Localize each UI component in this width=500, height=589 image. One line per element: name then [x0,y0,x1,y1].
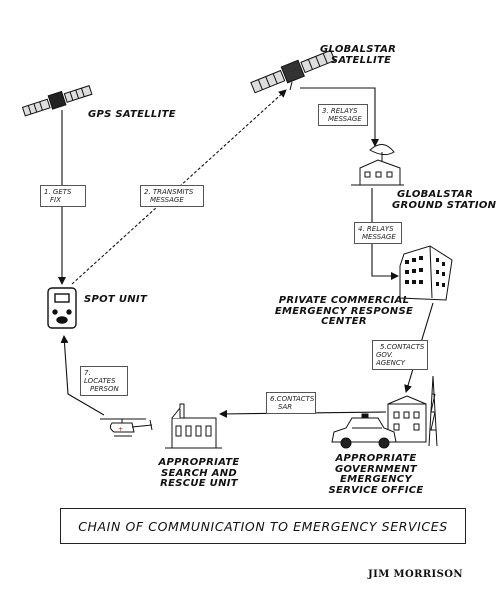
step-3-box: 3. RELAYS MESSAGE [318,104,368,127]
step-5-line2: GOV. AGENCY [376,351,406,368]
diagram-title-box: CHAIN OF COMMUNICATION TO EMERGENCY SERV… [60,508,466,544]
author-credit: JIM MORRISON [368,569,463,580]
spot-unit-icon [47,287,77,329]
step-4-box: 4. RELAYS MESSAGE [354,222,402,245]
response-center-label: PRIVATE COMMERCIAL EMERGENCY RESPONSE CE… [270,295,418,328]
response-center-label-line3: CENTER [321,316,367,327]
sar-unit-label-line2: SEARCH AND [160,467,238,479]
response-center-label-line2: EMERGENCY RESPONSE [274,305,414,317]
gov-office-label-line2: GOVERNMENT [335,463,417,475]
arrow-sar-to-spot [60,335,105,416]
step-1-line1: 1. GETS [44,188,72,196]
helicopter-icon: + [100,418,153,437]
sar-unit-label-line1: APPROPRIATE [158,457,240,468]
police-car-icon [331,413,397,449]
globalstar-satellite-label-line1: GLOBALSTAR [320,44,397,55]
gov-office-label-line4: SERVICE OFFICE [328,484,424,496]
ground-station-label-line2: GROUND STATION [392,199,497,211]
step-4-line1: 4. RELAYS [358,225,394,233]
arrow-satellite-to-ground-station [300,87,379,147]
gov-office-label-line1: APPROPRIATE [335,453,417,464]
svg-text:+: + [118,426,123,433]
ground-station-label: GLOBALSTAR GROUND STATION [392,189,497,211]
step-1-box: 1. GETS FIX [40,185,86,208]
step-6-line2: SAR [278,403,293,412]
sar-unit-label-line3: RESCUE UNIT [160,478,238,489]
step-5-box: 5.CONTACTS GOV. AGENCY [372,340,428,371]
step-7-box: 7. LOCATES PERSON [80,366,128,397]
gps-satellite-label: GPS SATELLITE [88,109,176,120]
response-center-label-line1: PRIVATE COMMERCIAL [278,295,410,306]
gov-office-label-line3: EMERGENCY [339,474,412,485]
step-2-line1: 2. TRANSMITS [144,188,194,196]
step-4-line2: MESSAGE [362,233,396,242]
rescue-unit-icon [165,403,222,449]
radio-tower-icon [428,375,438,447]
globalstar-satellite-label-line2: SATELLITE [330,54,392,66]
spot-unit-label: SPOT UNIT [84,294,148,305]
step-2-box: 2. TRANSMITS MESSAGE [140,185,204,208]
globalstar-satellite-icon [250,49,336,94]
arrow-ground-station-to-center [371,188,399,280]
response-center-icon [399,245,453,301]
sar-unit-label: APPROPRIATE SEARCH AND RESCUE UNIT [148,457,250,490]
step-3-line1: 3. RELAYS [322,107,358,115]
gps-satellite-icon [21,85,93,117]
step-3-line2: MESSAGE [328,115,362,124]
step-7-line1: 7. LOCATES [84,369,116,386]
step-6-box: 6.CONTACTS SAR [266,392,316,415]
diagram-title: CHAIN OF COMMUNICATION TO EMERGENCY SERV… [78,518,448,534]
arrow-spot-to-globalstar [71,89,287,285]
step-7-line2: PERSON [90,385,119,394]
step-1-line2: FIX [50,196,61,205]
ground-station-icon [351,144,404,186]
step-6-line1: 6.CONTACTS [270,395,315,403]
globalstar-satellite-label: GLOBALSTAR SATELLITE [320,44,397,66]
step-2-line2: MESSAGE [150,196,184,205]
gov-office-label: APPROPRIATE GOVERNMENT EMERGENCY SERVICE… [320,453,432,496]
step-5-line1: 5.CONTACTS [380,343,425,351]
ground-station-label-line1: GLOBALSTAR [397,189,474,200]
